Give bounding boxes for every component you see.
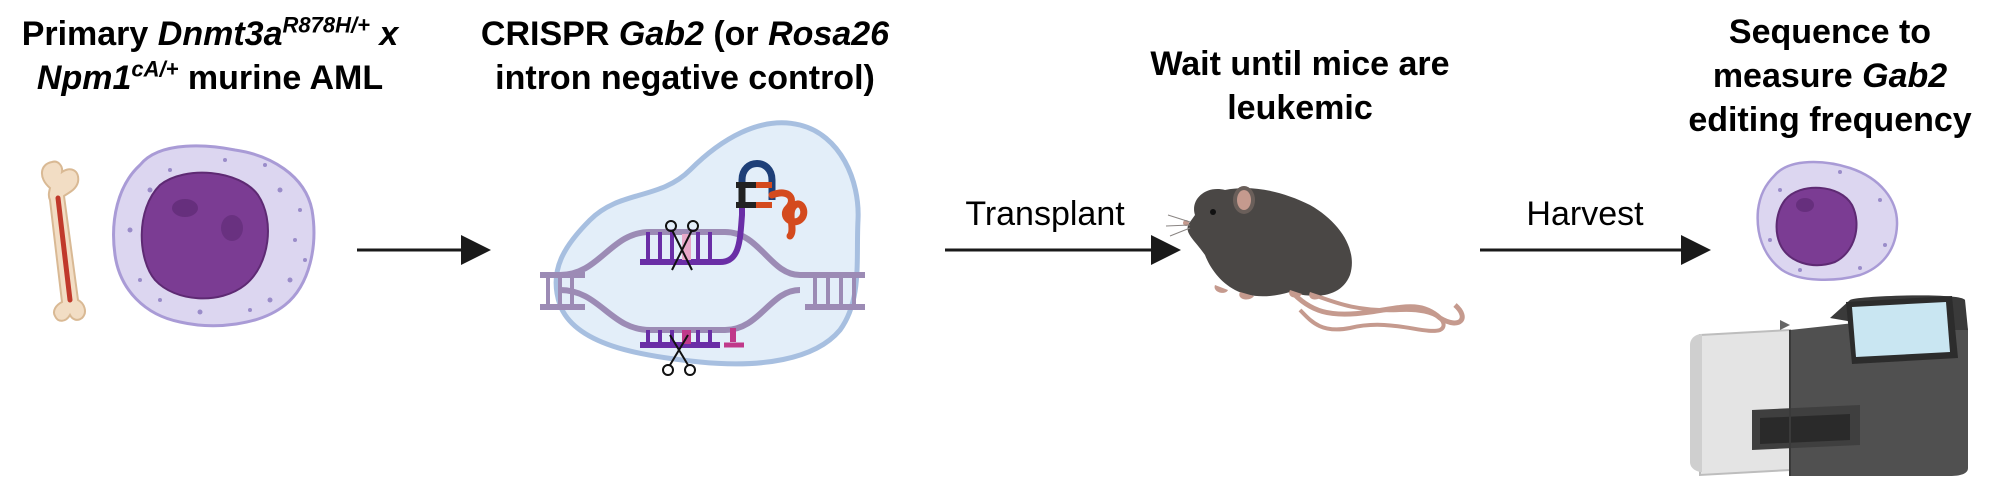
step1-title-x: x — [369, 15, 399, 53]
step4-title-prefix: measure — [1712, 57, 1863, 95]
step2-title-line1: CRISPR Gab2 (or Rosa26 — [455, 12, 915, 56]
step1-gene-npm1: Npm1 — [36, 59, 132, 97]
crispr-nucleus-icon — [540, 120, 865, 367]
step4-title-line1: Sequence to — [1728, 13, 1932, 51]
step1-allele-dnmt3a: R878H/+ — [282, 12, 370, 38]
step4-title-line2: measure Gab2 — [1660, 54, 2000, 98]
step4-title-line3: editing frequency — [1688, 101, 1972, 139]
step3-title-line1: Wait until mice are — [1150, 45, 1450, 83]
femur-icon — [41, 160, 86, 322]
step2-gene-rosa26: Rosa26 — [768, 15, 890, 53]
aml-cell-small-icon — [1756, 160, 1899, 281]
step3-title-line2: leukemic — [1227, 89, 1373, 127]
sequencer-icon — [1690, 295, 1968, 477]
step2-gene-gab2: Gab2 — [618, 15, 704, 53]
step1-title-prefix: Primary — [21, 15, 158, 53]
aml-cell-icon — [112, 144, 316, 328]
mouse-icon — [1165, 186, 1465, 333]
scissors-icon — [662, 220, 699, 376]
step2-title: CRISPR Gab2 (or Rosa26 intron negative c… — [455, 12, 915, 100]
step2-title-line2: intron negative control) — [495, 59, 875, 97]
step1-allele-npm1: cA/+ — [131, 56, 179, 82]
step1-title: Primary Dnmt3aR878H/+ x Npm1cA/+ murine … — [0, 12, 420, 100]
arrow-label-harvest: Harvest — [1526, 195, 1644, 233]
step4-title: Sequence to measure Gab2 editing frequen… — [1660, 10, 2000, 142]
step2-title-prefix: CRISPR — [480, 15, 619, 53]
step1-title-suffix: murine AML — [178, 59, 384, 97]
arrow-label-transplant: Transplant — [965, 195, 1125, 233]
step1-gene-dnmt3a: Dnmt3a — [157, 15, 283, 53]
guide-rna-icon — [736, 160, 808, 240]
step1-title-line2: Npm1cA/+ murine AML — [0, 56, 420, 100]
step3-title: Wait until mice are leukemic — [1110, 42, 1490, 130]
step1-title-line1: Primary Dnmt3aR878H/+ x — [0, 12, 420, 56]
step4-gene-gab2: Gab2 — [1862, 57, 1948, 95]
step2-title-mid: (or — [703, 15, 769, 53]
